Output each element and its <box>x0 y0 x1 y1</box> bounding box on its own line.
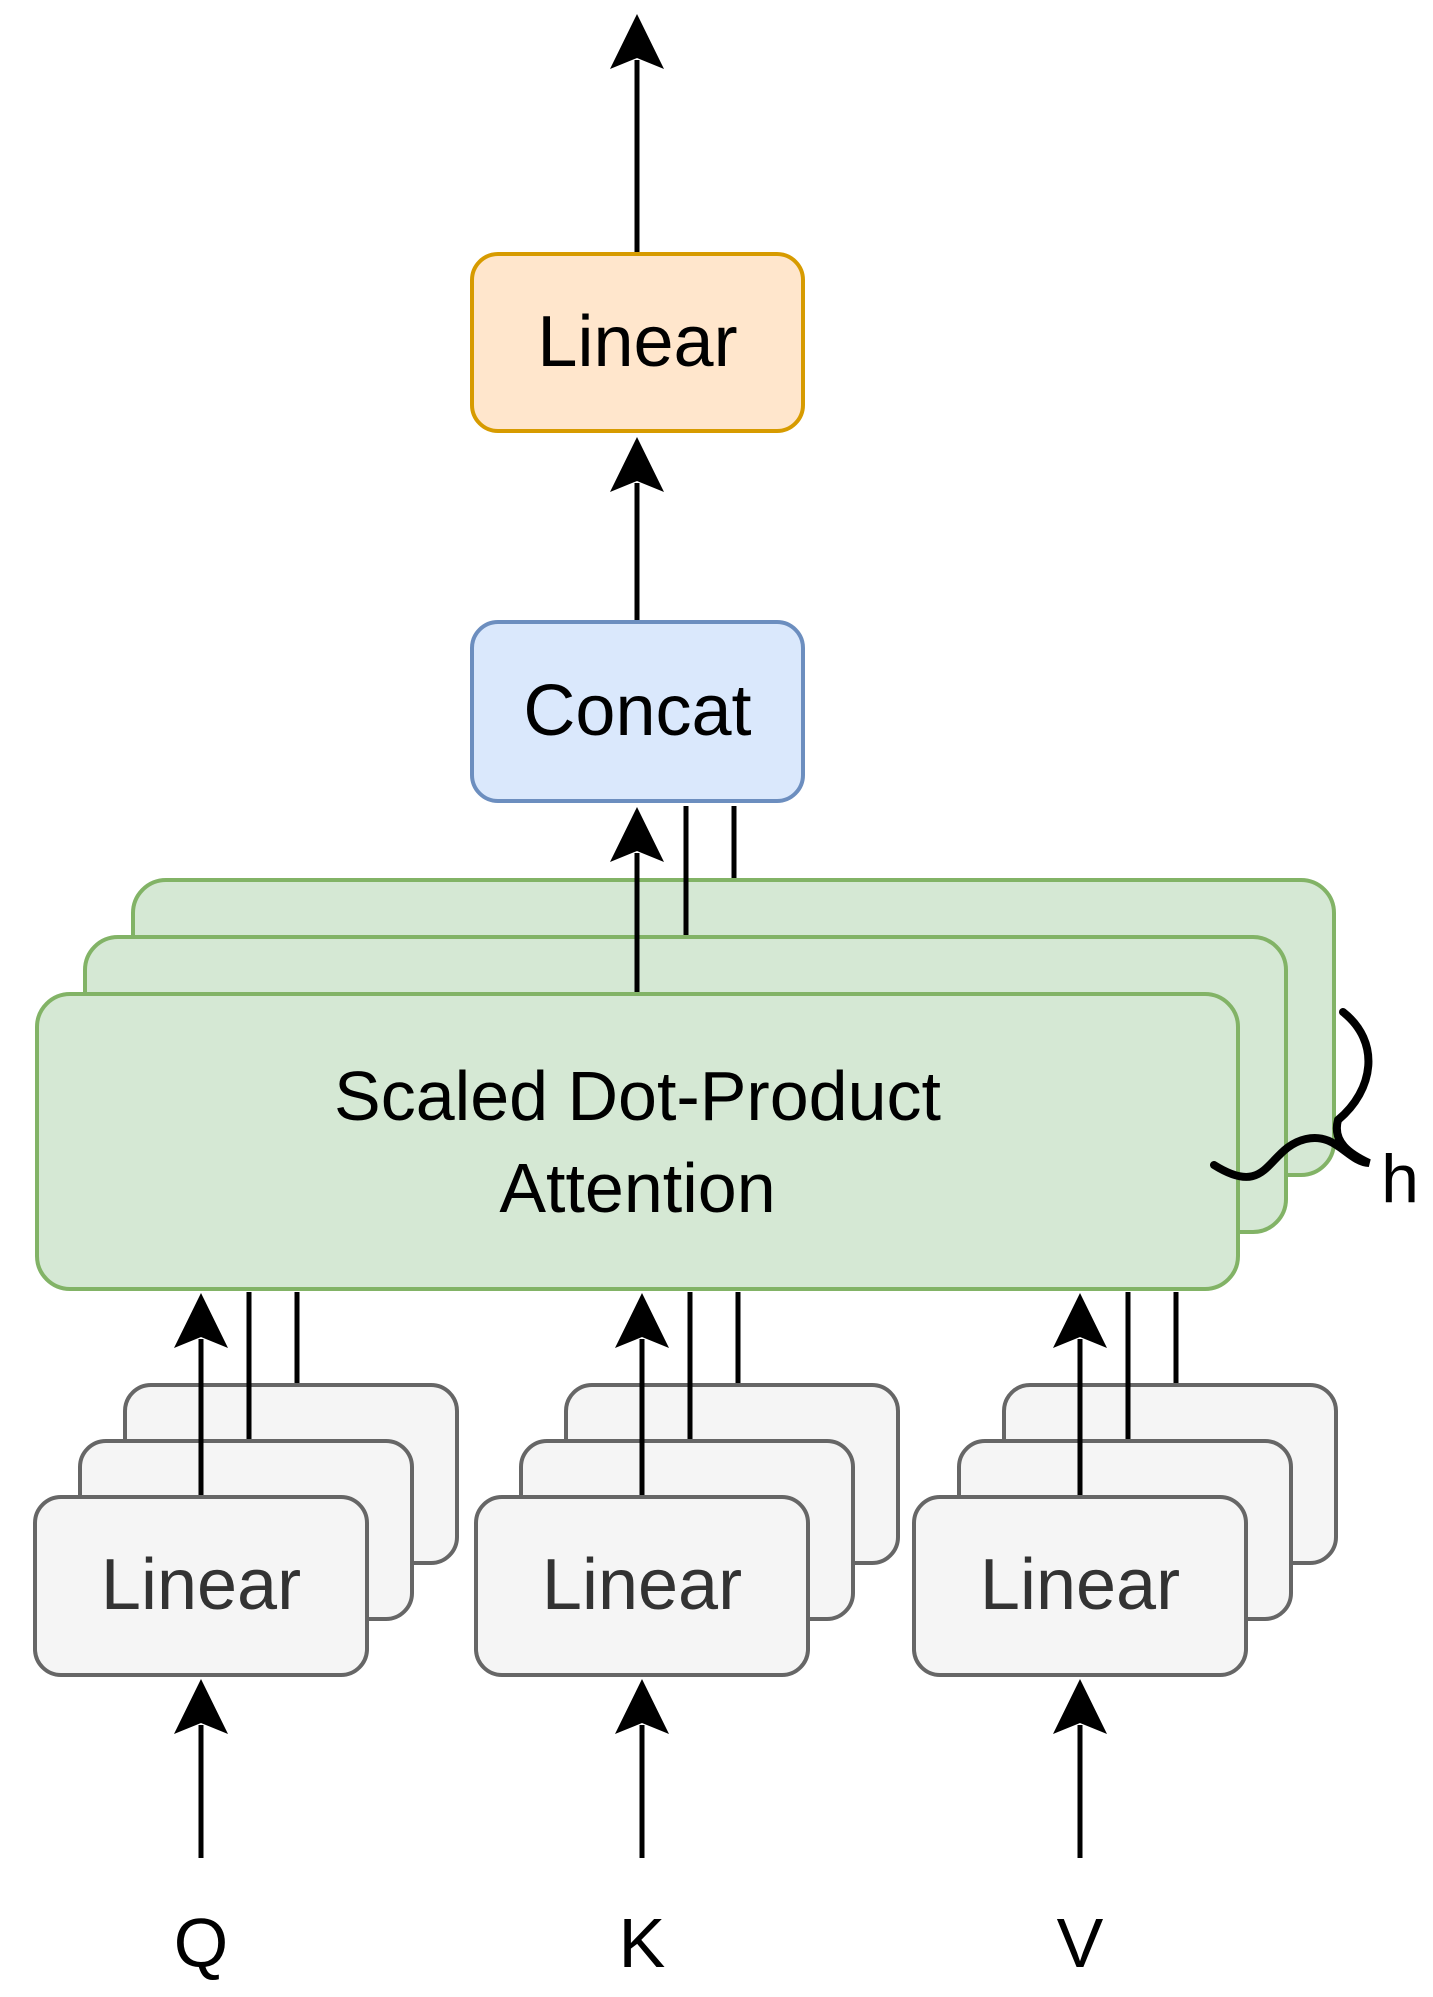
output-linear-box: Linear <box>470 252 805 433</box>
v-linear-label: Linear <box>979 1545 1181 1626</box>
v-to-attention-arrow-head <box>1053 1293 1107 1348</box>
q-input-arrow-head <box>174 1679 228 1734</box>
head-count-label: h <box>1381 1141 1419 1217</box>
k-to-attention-arrow-head <box>615 1293 669 1348</box>
concat-to-linear-arrow-head <box>610 437 664 492</box>
k-linear-box-front: Linear <box>474 1495 810 1677</box>
head-front-to-concat-arrow-head <box>610 807 664 862</box>
q-linear-box-front: Linear <box>33 1495 369 1677</box>
q-to-attention-arrow-head <box>174 1293 228 1348</box>
q-linear-label: Linear <box>100 1545 302 1626</box>
k-linear-label: Linear <box>541 1545 743 1626</box>
concat-box: Concat <box>470 620 805 803</box>
attention-label-line2: Attention <box>499 1148 776 1227</box>
attention-head-box-front: Scaled Dot-Product Attention <box>35 992 1240 1291</box>
input-label-q: Q <box>173 1904 229 1982</box>
v-input-arrow-head <box>1053 1679 1107 1734</box>
k-input-arrow-head <box>615 1679 669 1734</box>
attention-label-line1: Scaled Dot-Product <box>334 1056 941 1135</box>
input-label-k: K <box>618 1904 666 1982</box>
v-linear-box-front: Linear <box>912 1495 1248 1677</box>
output-linear-label: Linear <box>537 301 738 382</box>
concat-label: Concat <box>523 670 752 751</box>
input-label-v: V <box>1056 1904 1104 1982</box>
output-arrow-head <box>610 14 664 69</box>
